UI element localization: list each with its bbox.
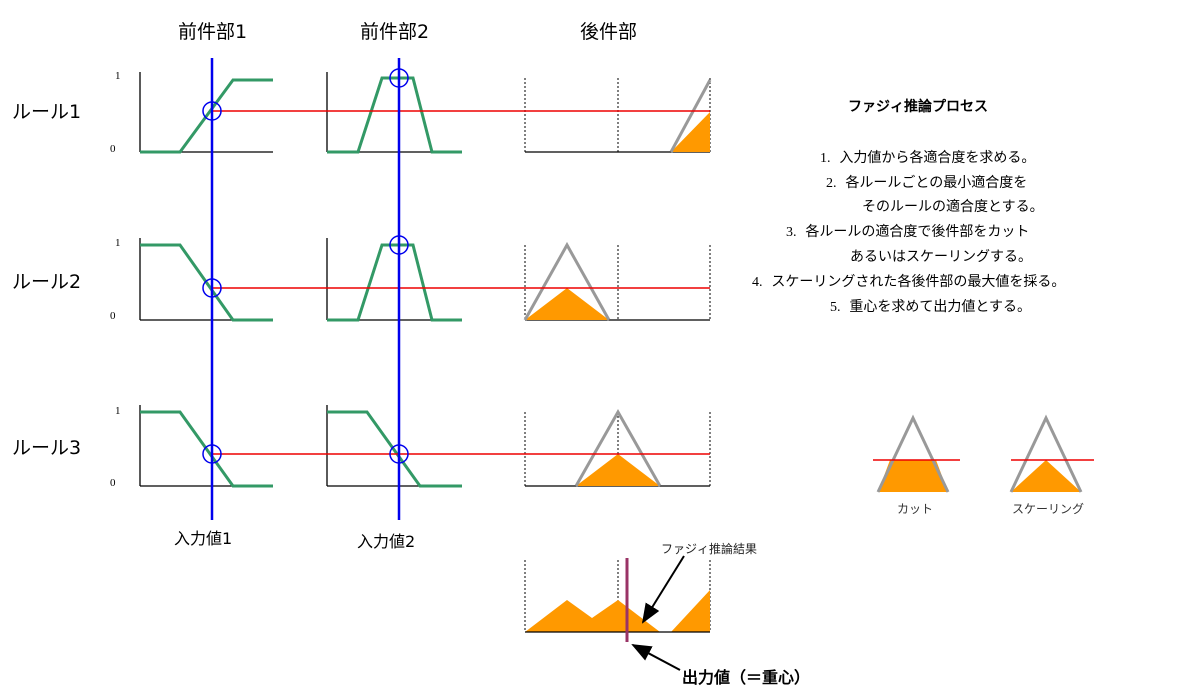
rule1-degree2-marker (389, 68, 409, 88)
output-label: 出力値（＝重心） (682, 668, 811, 687)
rule1-premise2-chart (326, 72, 462, 154)
process-step-1: 1. 入力値から各適合度を求める。 (820, 150, 1036, 166)
process-step-2-cont: そのルールの適合度とする。 (862, 199, 1044, 215)
process-title: ファジィ推論プロセス (848, 99, 988, 115)
rule2-premise2-chart (326, 238, 462, 322)
rule2-consequent-chart (523, 241, 711, 321)
rule3-consequent-chart (524, 408, 711, 487)
rule1-degree1-marker (202, 101, 222, 121)
tick-zero: 0 (110, 310, 116, 322)
fuzzy-result-label: ファジィ推論結果 (661, 542, 758, 556)
rule1-premise1-chart (139, 72, 273, 154)
legend-cut-shape (873, 414, 960, 493)
rule3-degree1-marker (202, 444, 222, 464)
rule2-premise1-chart (139, 238, 273, 322)
process-step-2: 2. 各ルールごとの最小適合度を (826, 175, 1028, 191)
rule1-consequent-chart (524, 78, 712, 153)
tick-one: 1 (115, 237, 121, 249)
input2-label: 入力値2 (357, 532, 416, 551)
rule2-degree2-marker (389, 235, 409, 255)
fuzzy-result-arrow (641, 555, 685, 624)
legend-cut-label: カット (897, 502, 934, 516)
tick-one: 1 (115, 70, 121, 82)
rule2-degree1-marker (202, 278, 222, 298)
header-consequent: 後件部 (580, 21, 638, 43)
rule3-degree2-marker (389, 444, 409, 464)
process-step-5: 5. 重心を求めて出力値とする。 (830, 299, 1031, 315)
legend-scaling-shape (1009, 414, 1094, 493)
rule3-premise2-chart (326, 405, 462, 488)
legend-scaling-label: スケーリング (1012, 502, 1085, 516)
process-step-4: 4. スケーリングされた各後件部の最大値を採る。 (752, 274, 1066, 290)
rule2-label: ルール2 (12, 271, 82, 293)
header-premise1: 前件部1 (178, 21, 248, 43)
input1-label: 入力値1 (174, 529, 233, 548)
aggregated-result-chart (524, 558, 711, 642)
rule1-label: ルール1 (12, 101, 82, 123)
rule3-premise1-chart (139, 405, 273, 488)
tick-zero: 0 (110, 477, 116, 489)
process-step-3: 3. 各ルールの適合度で後件部をカット (786, 224, 1030, 240)
tick-one: 1 (115, 405, 121, 417)
header-premise2: 前件部2 (360, 21, 430, 43)
process-step-3-cont: あるいはスケーリングする。 (850, 249, 1032, 265)
rule3-label: ルール3 (12, 437, 82, 459)
tick-zero: 0 (110, 143, 116, 155)
output-arrow (631, 644, 681, 671)
